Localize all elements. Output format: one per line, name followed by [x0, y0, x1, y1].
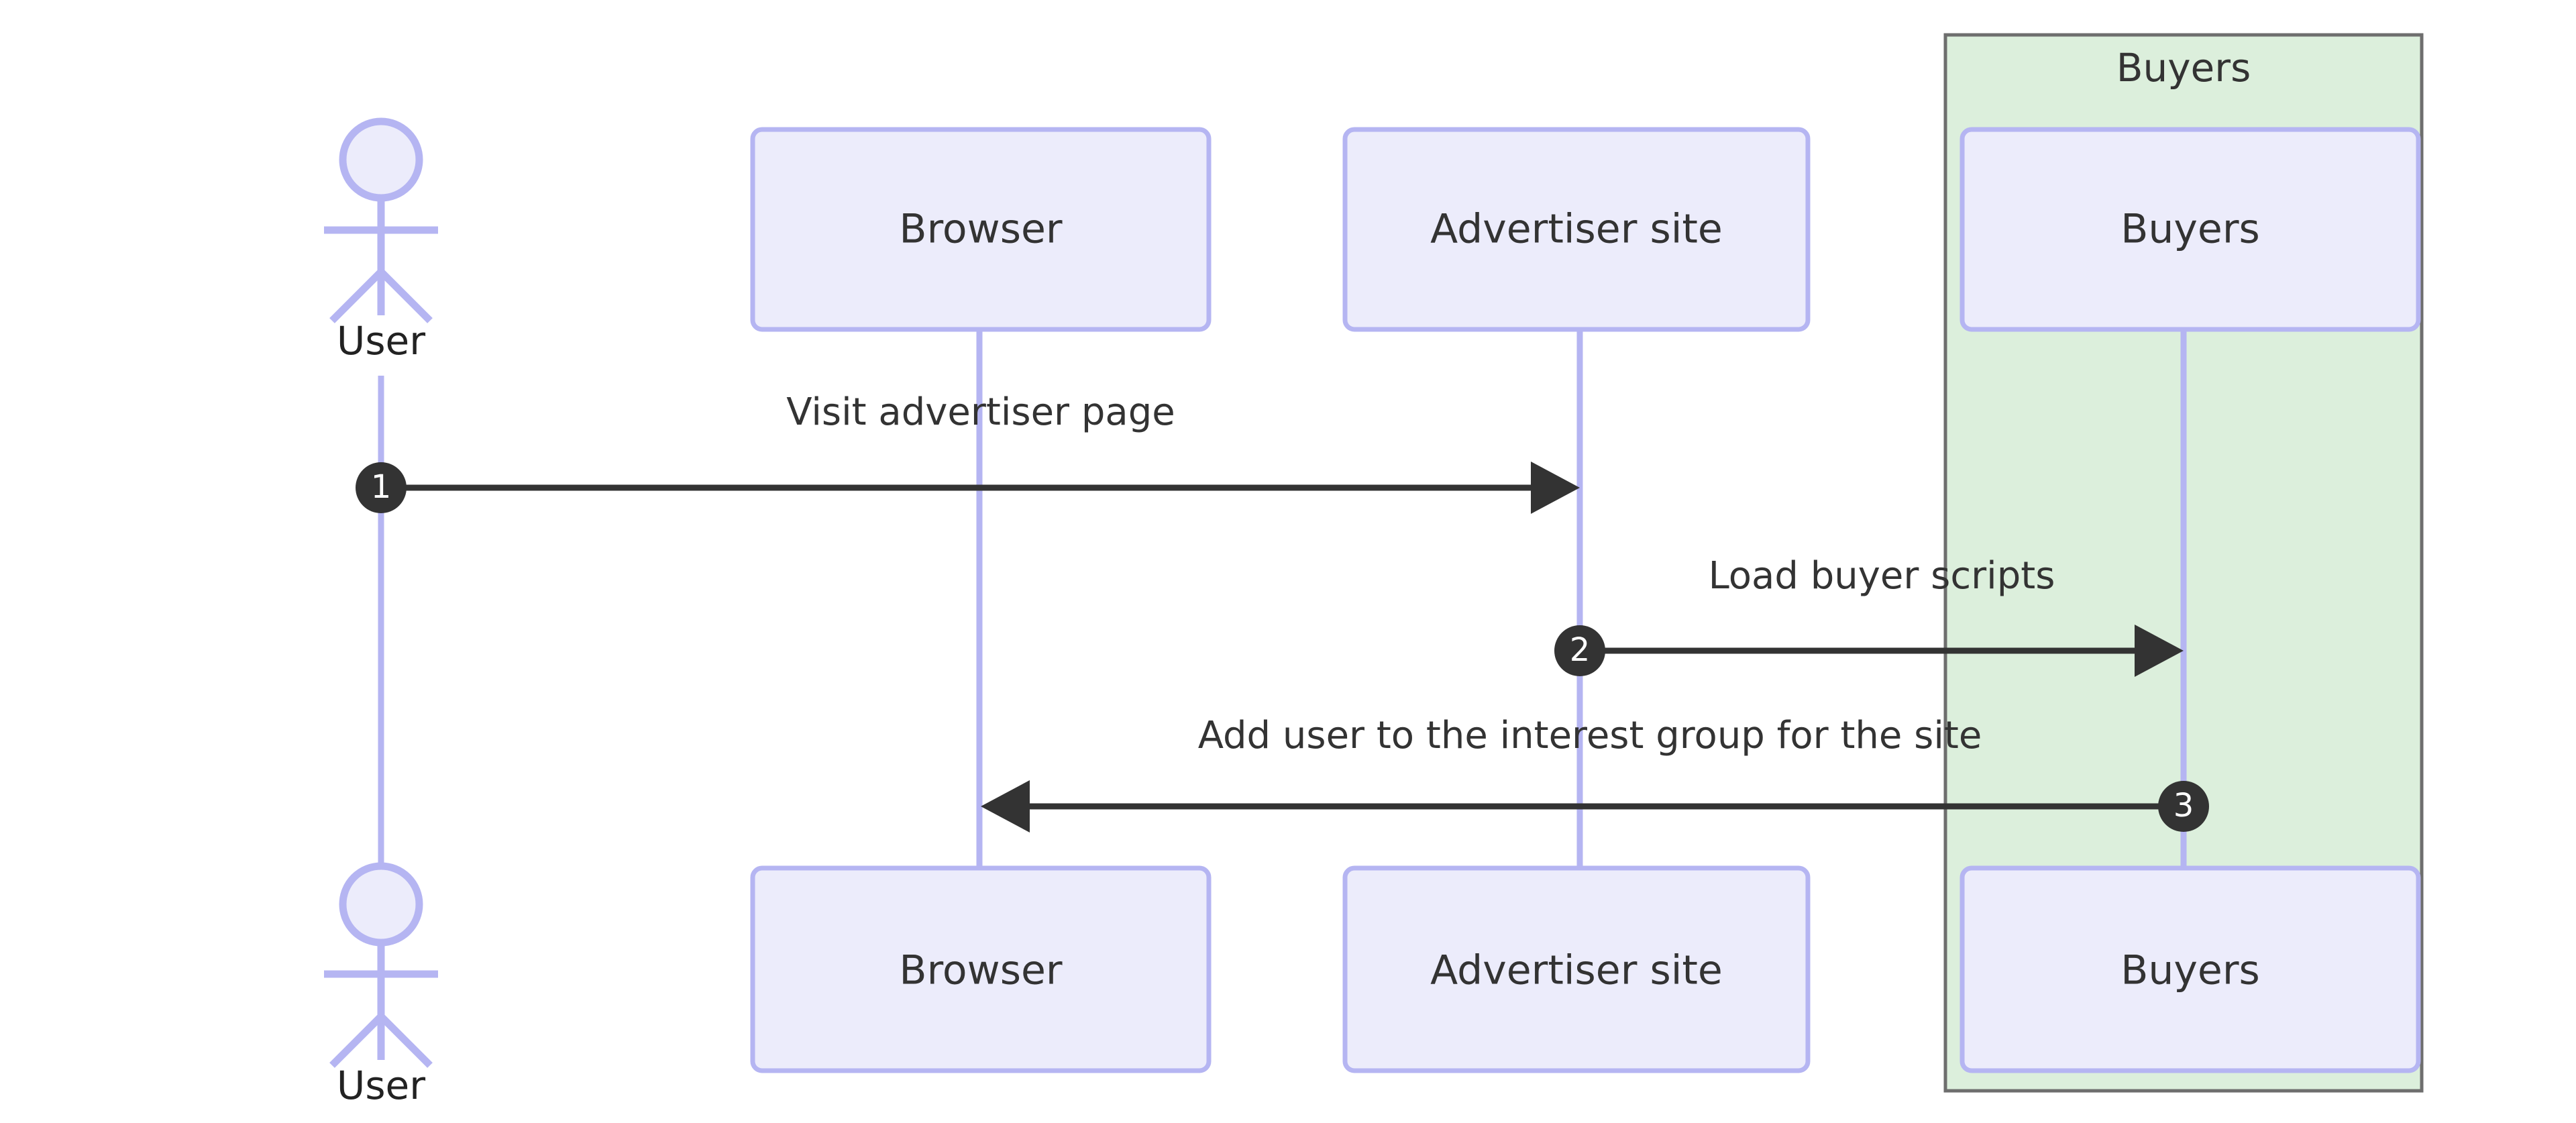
message-2-seq-number: 2	[1570, 631, 1591, 669]
actor-user-bottom[interactable]: User	[324, 862, 438, 1108]
message-1-seq-badge	[356, 462, 407, 513]
participant-buyers-top[interactable]: Buyers	[1960, 127, 2421, 332]
message-3-arrowhead-icon	[981, 780, 1030, 833]
message-2-arrowhead-icon	[2135, 625, 2184, 677]
participant-advertiser-bottom-label: Advertiser site	[1430, 947, 1723, 994]
participant-advertiser-top-rect	[1342, 127, 1811, 332]
message-2-label: Load buyer scripts	[1709, 554, 2055, 598]
participant-advertiser-top-label: Advertiser site	[1430, 206, 1723, 253]
actor-head-icon	[339, 862, 423, 947]
group-box-buyers-label: Buyers	[2116, 45, 2251, 91]
actor-user-top[interactable]: User	[324, 117, 438, 364]
actor-user-bottom-label: User	[337, 1063, 425, 1108]
participant-browser-top-rect	[750, 127, 1212, 332]
message-3[interactable]: Add user to the interest group for the s…	[981, 714, 2209, 833]
participant-browser-top[interactable]: Browser	[750, 127, 1212, 332]
message-1-seq-number: 1	[371, 468, 392, 506]
message-1[interactable]: Visit advertiser page 1	[356, 390, 1580, 514]
participant-buyers-bottom-label: Buyers	[2121, 947, 2260, 994]
actor-legs-icon	[329, 1014, 433, 1068]
message-1-arrowhead-icon	[1531, 462, 1580, 514]
actor-head-icon	[339, 117, 423, 202]
message-3-seq-number: 3	[2174, 787, 2194, 824]
participant-buyers-top-rect	[1960, 127, 2421, 332]
message-1-label: Visit advertiser page	[786, 390, 1175, 434]
actor-user-top-label: User	[337, 318, 425, 364]
participant-advertiser-bottom[interactable]: Advertiser site	[1342, 865, 1811, 1073]
participant-browser-top-label: Browser	[899, 206, 1062, 253]
participant-browser-bottom[interactable]: Browser	[750, 865, 1212, 1073]
participant-buyers-bottom-rect	[1960, 865, 2421, 1073]
participant-advertiser-bottom-rect	[1342, 865, 1811, 1073]
message-3-seq-badge	[2158, 781, 2209, 832]
participant-browser-bottom-label: Browser	[899, 947, 1062, 994]
participant-browser-bottom-rect	[750, 865, 1212, 1073]
participant-buyers-top-label: Buyers	[2121, 206, 2260, 253]
message-2-seq-badge	[1554, 625, 1605, 676]
message-2[interactable]: Load buyer scripts 2	[1554, 554, 2184, 677]
participant-advertiser-top[interactable]: Advertiser site	[1342, 127, 1811, 332]
message-3-label: Add user to the interest group for the s…	[1198, 714, 1982, 757]
participant-buyers-bottom[interactable]: Buyers	[1960, 865, 2421, 1073]
actor-legs-icon	[329, 269, 433, 323]
